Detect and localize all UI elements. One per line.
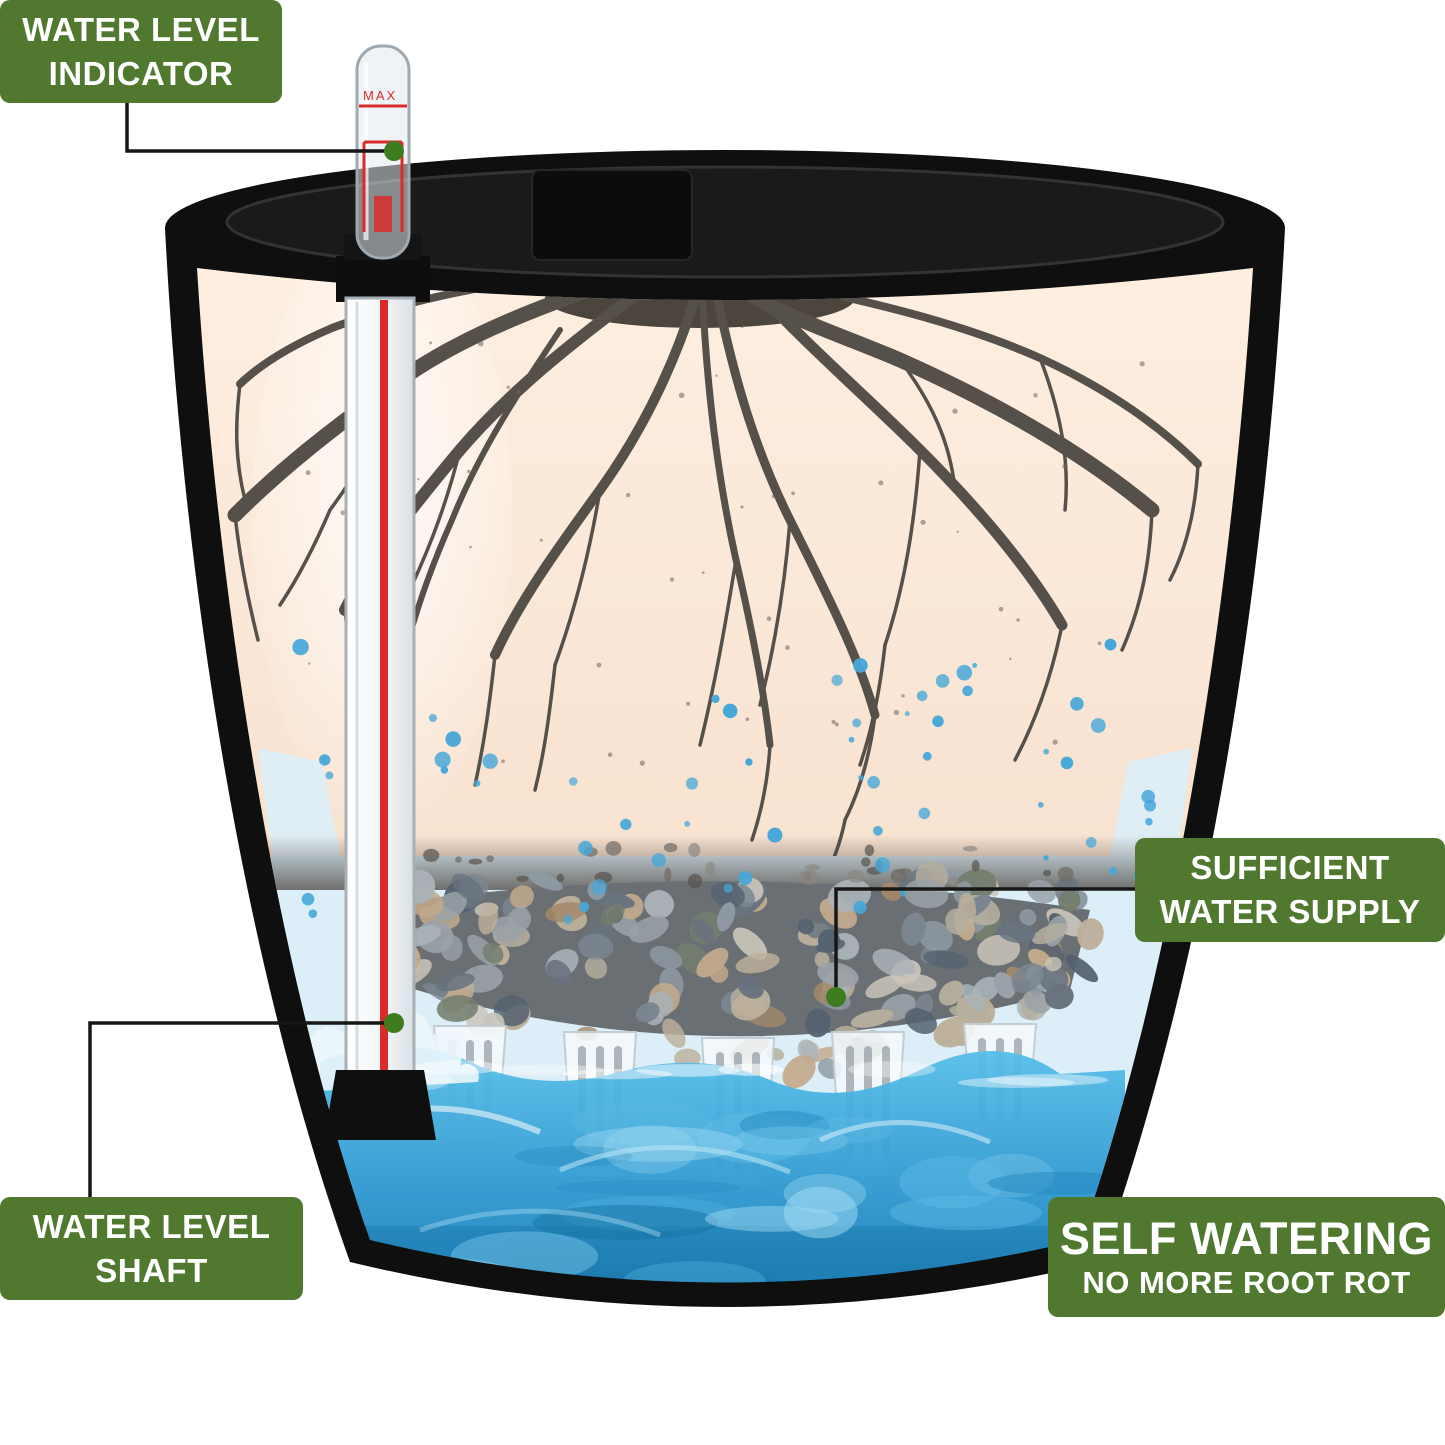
rim-notch [531, 169, 693, 261]
dot-shaft [384, 1013, 404, 1033]
callout-line: INDICATOR [48, 54, 234, 92]
connector-water-supply [834, 887, 1135, 990]
callout-line: SHAFT [95, 1251, 208, 1289]
callout-line: WATER LEVEL [22, 10, 260, 48]
connector-shaft [88, 1021, 386, 1197]
connector-indicator [125, 103, 388, 153]
shaft-holder [336, 256, 430, 302]
water-foam [376, 1060, 1109, 1091]
indicator-float [374, 196, 392, 232]
water-reservoir [320, 1046, 1125, 1283]
self-watering-title: SELF WATERING [1059, 1212, 1434, 1264]
dot-indicator [384, 141, 404, 161]
callout-water-level-shaft: WATER LEVEL SHAFT [0, 1197, 303, 1300]
indicator-max-label: MAX [363, 88, 397, 103]
rim-opening [225, 165, 1225, 279]
callout-line: WATER SUPPLY [1159, 893, 1421, 930]
shaft-bottom-cap [324, 1070, 436, 1140]
callout-self-watering: SELF WATERING NO MORE ROOT ROT [1048, 1197, 1445, 1317]
water-level-shaft-assembly [324, 256, 436, 1140]
self-watering-subtitle: NO MORE ROOT ROT [1082, 1265, 1411, 1301]
gravel-fuzz [423, 841, 1074, 889]
callout-water-level-indicator: WATER LEVEL INDICATOR [0, 0, 282, 103]
callout-connectors [88, 103, 1135, 1197]
callout-dots [384, 141, 846, 1033]
callout-line: WATER LEVEL [32, 1207, 271, 1245]
water-level-indicator-assembly: MAX [344, 44, 422, 260]
callout-line: SUFFICIENT [1190, 849, 1390, 887]
callout-sufficient-water-supply: SUFFICIENT WATER SUPPLY [1135, 838, 1445, 942]
water-swirls [338, 1105, 991, 1238]
shaft-red-gauge-line [380, 300, 388, 1072]
dot-water-supply [826, 987, 846, 1007]
